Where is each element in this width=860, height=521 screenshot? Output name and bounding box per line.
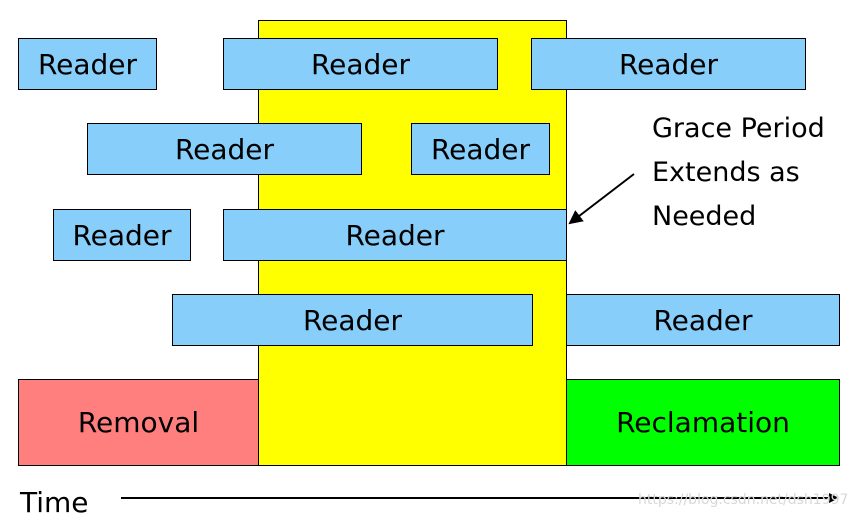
annotation-line-1: Grace Period bbox=[652, 113, 825, 144]
grace-period-annotation: Grace Period Extends as Needed bbox=[652, 107, 825, 239]
annotation-arrow bbox=[568, 173, 635, 225]
reader-label: Reader bbox=[302, 303, 403, 337]
reader-block: Reader bbox=[18, 38, 157, 90]
removal-phase: Removal bbox=[18, 379, 259, 466]
reader-label: Reader bbox=[310, 47, 411, 81]
reader-block: Reader bbox=[87, 123, 362, 175]
annotation-line-2: Extends as bbox=[652, 157, 800, 188]
removal-label: Removal bbox=[77, 406, 200, 439]
reader-block: Reader bbox=[531, 38, 806, 90]
reader-block: Reader bbox=[223, 209, 567, 261]
reader-block: Reader bbox=[223, 38, 498, 90]
annotation-line-3: Needed bbox=[652, 201, 757, 232]
reader-label: Reader bbox=[430, 132, 531, 166]
reader-block: Reader bbox=[53, 209, 191, 261]
reader-label: Reader bbox=[174, 132, 275, 166]
reader-label: Reader bbox=[345, 218, 445, 252]
reader-label: Reader bbox=[37, 47, 138, 81]
reader-label: Reader bbox=[653, 303, 753, 337]
reader-block: Reader bbox=[172, 294, 533, 346]
reclamation-phase: Reclamation bbox=[566, 379, 840, 466]
time-axis-label: Time bbox=[20, 486, 89, 519]
watermark: https://blog.csdn.net/dsh1997 bbox=[638, 492, 849, 508]
reader-label: Reader bbox=[618, 47, 719, 81]
reclamation-label: Reclamation bbox=[616, 406, 790, 439]
reader-block: Reader bbox=[566, 294, 840, 346]
reader-block: Reader bbox=[411, 123, 550, 175]
reader-label: Reader bbox=[72, 218, 172, 252]
